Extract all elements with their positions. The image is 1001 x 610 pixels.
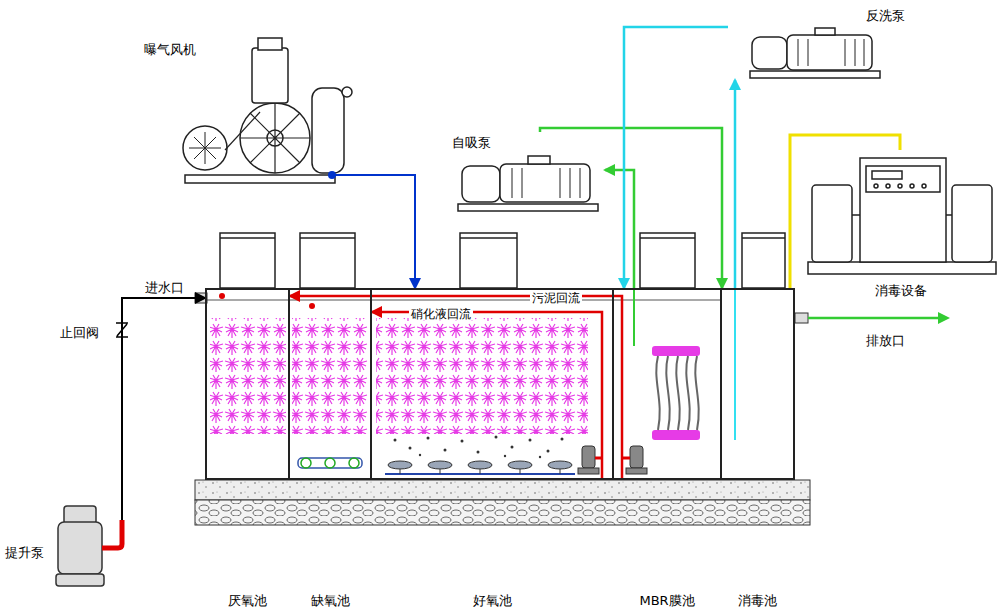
text-holder: 缺氧池 [311, 590, 350, 609]
pipe-connector [624, 27, 728, 288]
text-holder: 曝气风机 [144, 39, 196, 58]
aerobic-tank: 好氧池 [370, 288, 614, 480]
self-priming-pump: 自吸泵 [450, 132, 605, 212]
text-holder: 好氧池 [473, 590, 512, 609]
text-holder: 止回阀 [60, 322, 99, 341]
tank-name: 消毒池 [738, 593, 777, 608]
text-holder: 反洗泵 [866, 5, 905, 24]
equipment-name: 曝气风机 [144, 42, 196, 57]
pipe-connector [605, 170, 634, 288]
lift-pump: 提升泵 [5, 500, 145, 592]
equipment-name: 反洗泵 [866, 8, 905, 23]
text-holder: 自吸泵 [452, 132, 491, 151]
pipe-connector [372, 312, 602, 480]
flow-label: 硝化液回流 [409, 307, 473, 321]
anaerobic-tank: 厌氧池 [205, 288, 290, 480]
disinfection-unit: 消毒设备 [805, 150, 997, 300]
text-holder: 厌氧池 [228, 590, 267, 609]
text-holder: MBR膜池 [639, 590, 694, 609]
flow-label: 污泥回流 [530, 291, 582, 305]
check-valve-label: 止回阀 [60, 325, 99, 340]
tank-name: MBR膜池 [639, 593, 694, 608]
equipment-name: 提升泵 [5, 545, 44, 560]
disinfection-tank: 消毒池 [720, 288, 795, 480]
text-holder: 消毒设备 [875, 280, 927, 299]
blower-unit: 曝气风机 [140, 35, 355, 188]
anoxic-tank: 缺氧池 [288, 288, 372, 480]
pipe-connector [540, 128, 722, 288]
equipment-name: 消毒设备 [875, 283, 927, 298]
pipe-connector [290, 296, 622, 480]
tank-name: 厌氧池 [228, 593, 267, 608]
outlet-label: 排放口 [866, 333, 905, 348]
text-holder: 污泥回流 [530, 287, 582, 306]
equipment-name: 自吸泵 [452, 135, 491, 150]
pipe-connector [734, 80, 737, 288]
text-holder: 提升泵 [5, 542, 44, 561]
tank-name: 缺氧池 [311, 593, 350, 608]
text-holder: 排放口 [866, 330, 905, 349]
backwash-pump: 反洗泵 [728, 5, 905, 80]
inlet-label: 进水口 [145, 280, 184, 295]
text-holder: 消毒池 [738, 590, 777, 609]
pipe-connector [355, 175, 415, 288]
tank-name: 好氧池 [473, 593, 512, 608]
pipe-connector [790, 135, 900, 288]
mbr-membrane-tank: MBR膜池 [612, 288, 722, 480]
pipe-connector [122, 298, 205, 500]
text-holder: 进水口 [145, 277, 184, 296]
text-holder: 硝化液回流 [409, 303, 473, 322]
